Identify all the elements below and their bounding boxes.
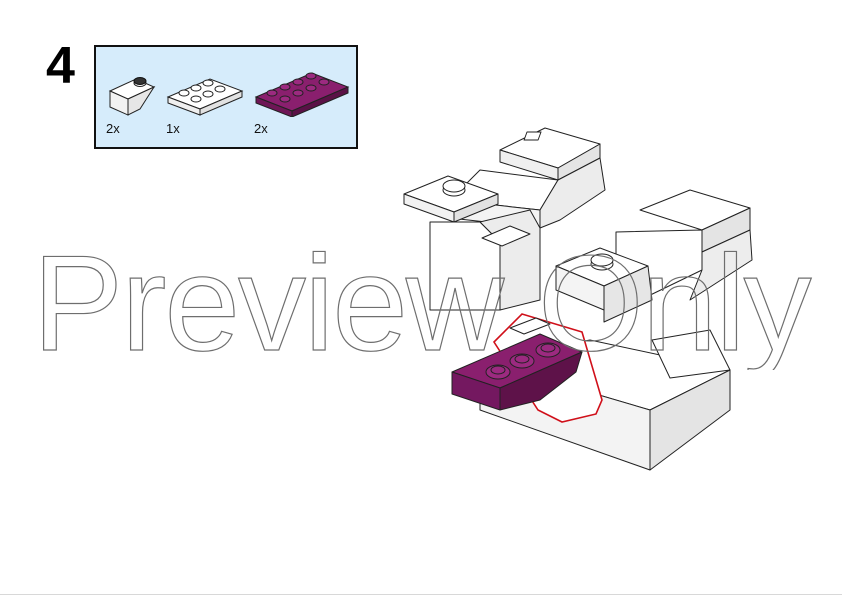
inverted-slope-brick-icon xyxy=(106,69,158,117)
assembly-illustration xyxy=(390,110,770,485)
page-bottom-rule xyxy=(0,594,842,595)
magenta-plate-icon xyxy=(254,63,352,117)
watermark-text: Preview Only xyxy=(32,230,811,370)
white-plate-icon xyxy=(166,71,246,117)
preview-only-watermark: Preview Only xyxy=(0,226,842,379)
part-qty-3: 2x xyxy=(254,121,268,136)
parts-list-panel: 2x 1x xyxy=(94,45,358,149)
part-qty-2: 1x xyxy=(166,121,180,136)
part-qty-1: 2x xyxy=(106,121,120,136)
step-number: 4 xyxy=(46,37,75,95)
